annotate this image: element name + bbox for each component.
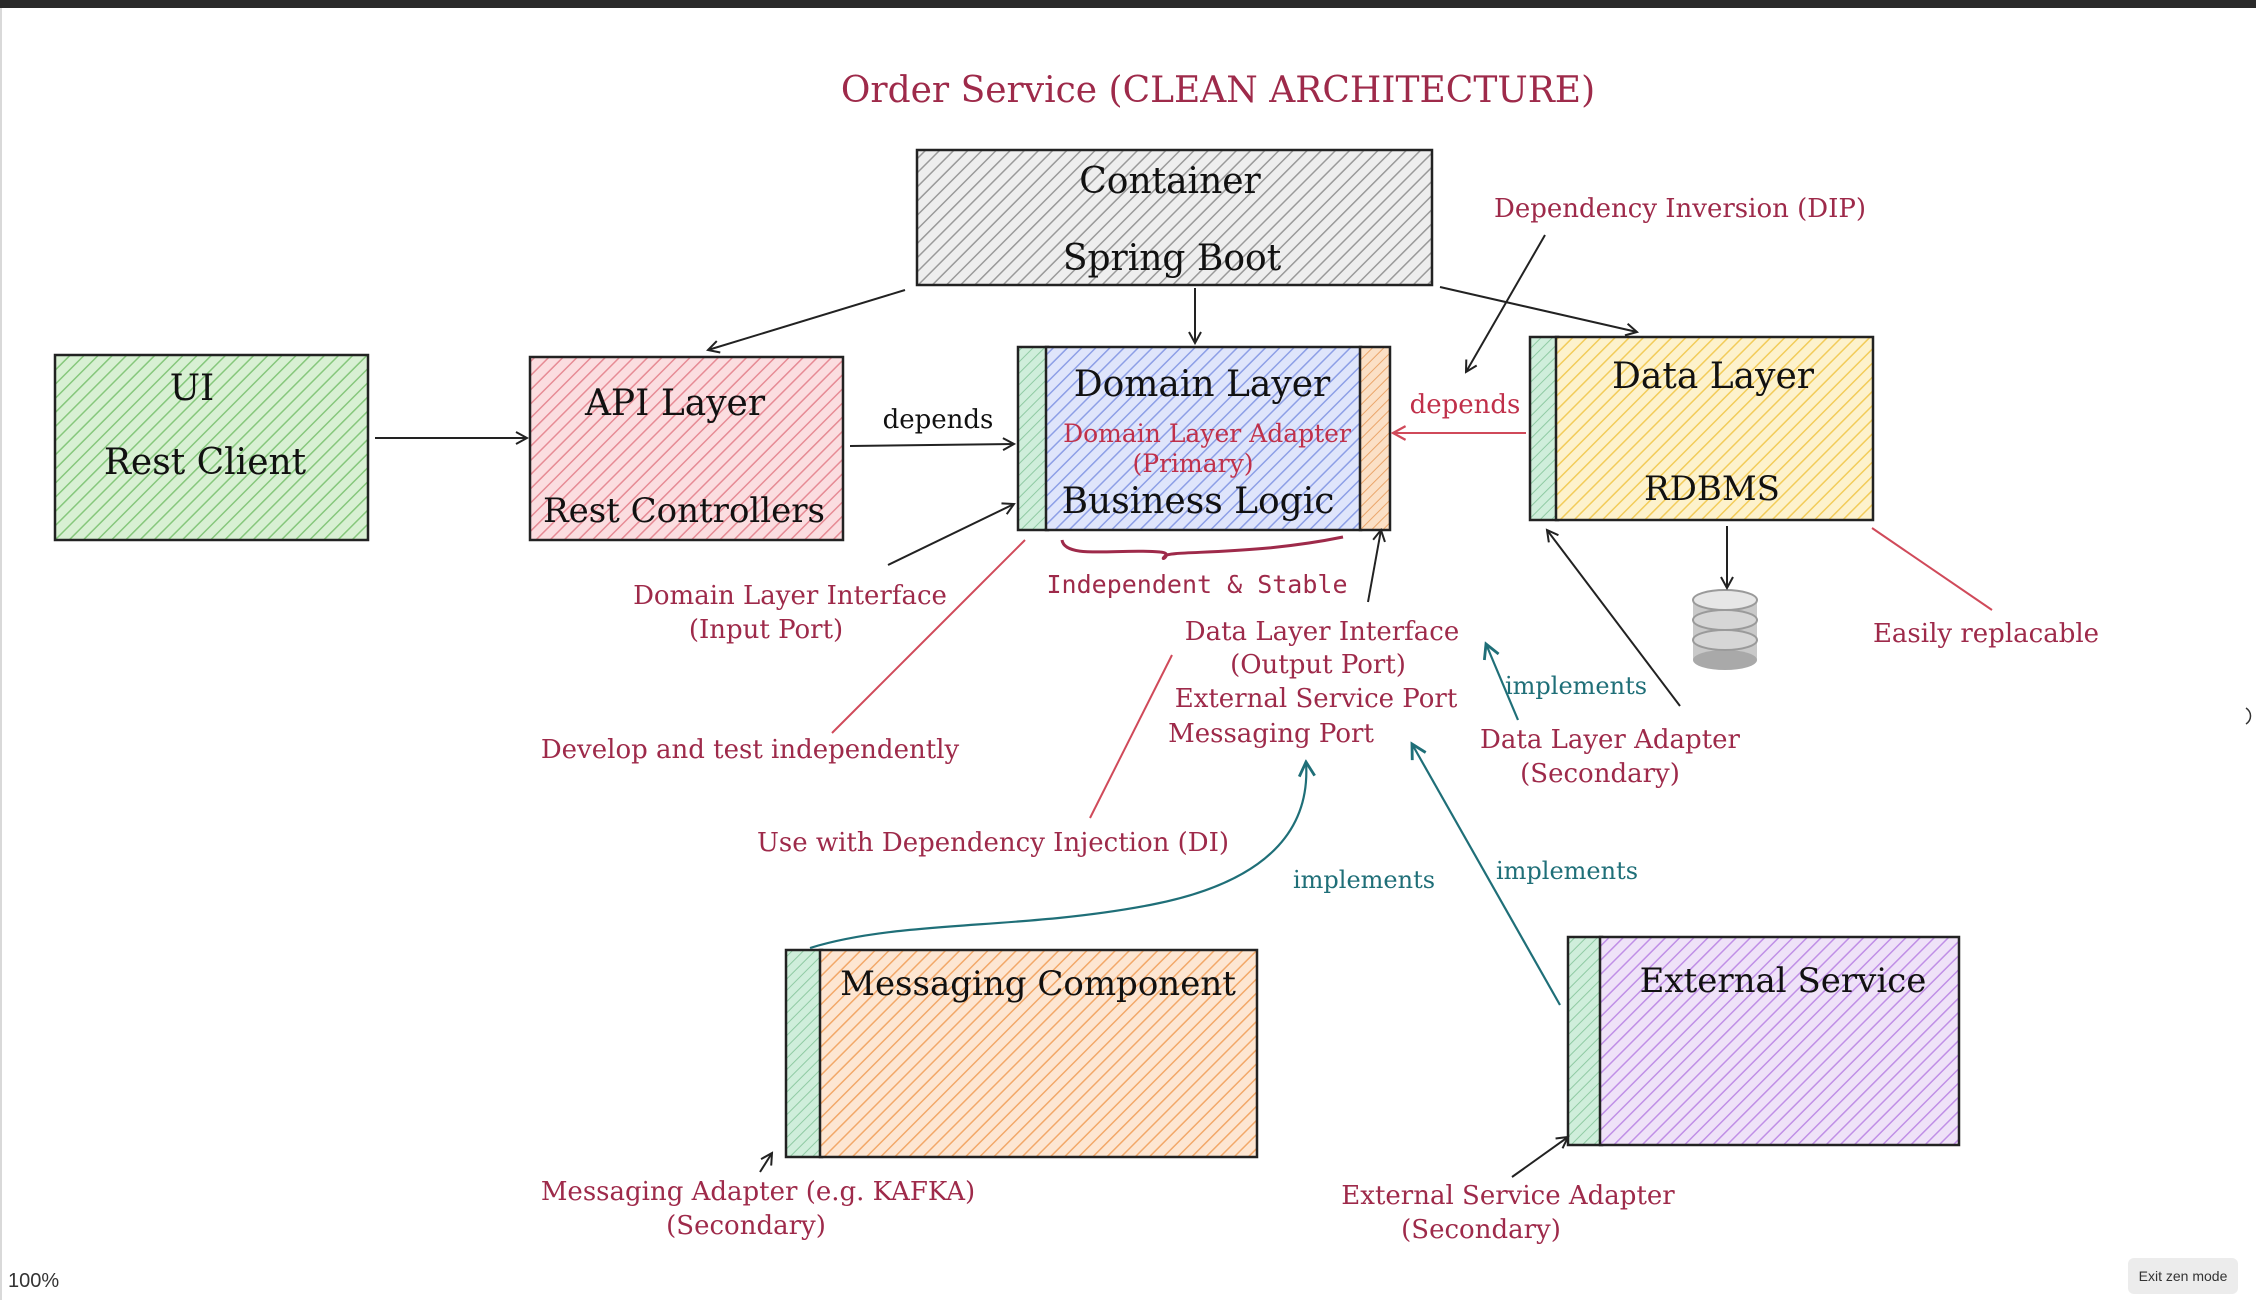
label-output-port-2: (Output Port) bbox=[1230, 650, 1406, 680]
label-input-port-2: (Input Port) bbox=[689, 615, 843, 645]
implements-arrows bbox=[809, 644, 1561, 1006]
arrow-data-adapter bbox=[1547, 530, 1681, 707]
label-independent-stable: Independent & Stable bbox=[1046, 570, 1347, 599]
spring-boot-label: Spring Boot bbox=[1063, 238, 1282, 279]
label-dip: Dependency Inversion (DIP) bbox=[1494, 194, 1866, 224]
api-layer-box[interactable]: API Layer Rest Controllers bbox=[528, 355, 845, 542]
arrow-msg-adapter bbox=[759, 1153, 772, 1173]
label-messaging-port: Messaging Port bbox=[1168, 719, 1374, 749]
arrow-container-to-data bbox=[1439, 286, 1637, 332]
window-left-edge bbox=[0, 8, 2, 1300]
label-data-adapter-2: (Secondary) bbox=[1520, 759, 1680, 789]
label-ext-adapter-1: External Service Adapter bbox=[1341, 1181, 1675, 1211]
data-adapter-strip bbox=[1528, 335, 1560, 522]
data-layer-box[interactable]: Data Layer RDBMS bbox=[1528, 335, 1875, 522]
messaging-component-label: Messaging Component bbox=[840, 964, 1236, 1004]
label-msg-adapter-2: (Secondary) bbox=[666, 1211, 826, 1241]
zoom-level[interactable]: 100% bbox=[8, 1270, 60, 1292]
arrow-api-to-domain bbox=[849, 444, 1014, 446]
label-msg-adapter-1: Messaging Adapter (e.g. KAFKA) bbox=[541, 1177, 975, 1207]
brace-independent-stable bbox=[1060, 535, 1344, 560]
dependency-arrows bbox=[375, 234, 1727, 1178]
domain-input-adapter-strip bbox=[1016, 345, 1050, 532]
label-data-adapter-1: Data Layer Adapter bbox=[1480, 725, 1740, 755]
arrow-messaging-implements bbox=[809, 762, 1306, 950]
api-layer-label: API Layer bbox=[584, 383, 766, 424]
label-implements-data: implements bbox=[1505, 672, 1647, 700]
arrow-output-port bbox=[1367, 530, 1381, 603]
label-implements-messaging: implements bbox=[1293, 866, 1435, 894]
window-top-bar bbox=[0, 0, 2256, 8]
arrow-container-to-api bbox=[708, 289, 906, 350]
arrow-ext-adapter bbox=[1511, 1137, 1568, 1178]
label-di: Use with Dependency Injection (DI) bbox=[757, 828, 1229, 858]
data-layer-label: Data Layer bbox=[1612, 356, 1815, 397]
label-replaceable: Easily replacable bbox=[1873, 619, 2099, 649]
diagram-title: Order Service (CLEAN ARCHITECTURE) bbox=[841, 70, 1595, 111]
label-implements-external: implements bbox=[1496, 857, 1638, 885]
implements-labels: implements implements implements bbox=[1293, 672, 1647, 894]
external-service-label: External Service bbox=[1640, 961, 1927, 1001]
domain-layer-label: Domain Layer bbox=[1074, 364, 1331, 405]
external-service-box[interactable]: External Service bbox=[1566, 935, 1961, 1147]
arrow-external-implements bbox=[1412, 744, 1561, 1006]
canvas-edge-handle-icon[interactable] bbox=[2244, 706, 2254, 726]
label-ext-adapter-2: (Secondary) bbox=[1401, 1215, 1561, 1245]
container-box[interactable]: Container Spring Boot bbox=[915, 148, 1434, 287]
domain-output-adapter-strip bbox=[1358, 345, 1392, 532]
messaging-adapter-strip bbox=[784, 948, 824, 1159]
exit-zen-mode-button[interactable]: Exit zen mode bbox=[2128, 1258, 2238, 1294]
arrow-input-port bbox=[887, 504, 1014, 566]
domain-adapter-label: Domain Layer Adapter bbox=[1063, 419, 1351, 448]
arrow-dip bbox=[1466, 234, 1546, 372]
rdbms-label: RDBMS bbox=[1644, 469, 1780, 509]
domain-layer-box[interactable]: Domain Layer Domain Layer Adapter (Prima… bbox=[1016, 345, 1392, 532]
external-adapter-strip bbox=[1566, 935, 1604, 1147]
arrow-data-implements bbox=[1486, 644, 1520, 721]
rest-client-label: Rest Client bbox=[104, 442, 307, 483]
line-easily-replaceable bbox=[1871, 527, 1993, 611]
label-depends-left: depends bbox=[883, 405, 994, 435]
label-develop: Develop and test independently bbox=[541, 735, 960, 765]
label-depends-right: depends bbox=[1410, 390, 1521, 420]
messaging-component-box[interactable]: Messaging Component bbox=[784, 948, 1259, 1159]
red-annotations bbox=[831, 433, 1993, 819]
container-label: Container bbox=[1079, 161, 1261, 202]
ui-label: UI bbox=[170, 368, 215, 409]
domain-adapter-primary: (Primary) bbox=[1133, 449, 1254, 478]
label-external-port: External Service Port bbox=[1175, 684, 1458, 714]
label-input-port-1: Domain Layer Interface bbox=[633, 581, 947, 611]
annotation-labels: Dependency Inversion (DIP) depends Domai… bbox=[541, 194, 2099, 1245]
business-logic-label: Business Logic bbox=[1062, 481, 1335, 522]
line-develop-independently bbox=[831, 539, 1026, 734]
label-output-port-1: Data Layer Interface bbox=[1185, 617, 1459, 647]
database-icon bbox=[1692, 589, 1758, 670]
ui-box[interactable]: UI Rest Client bbox=[53, 353, 370, 542]
rest-controllers-label: Rest Controllers bbox=[543, 491, 825, 531]
line-dependency-injection bbox=[1089, 654, 1173, 819]
